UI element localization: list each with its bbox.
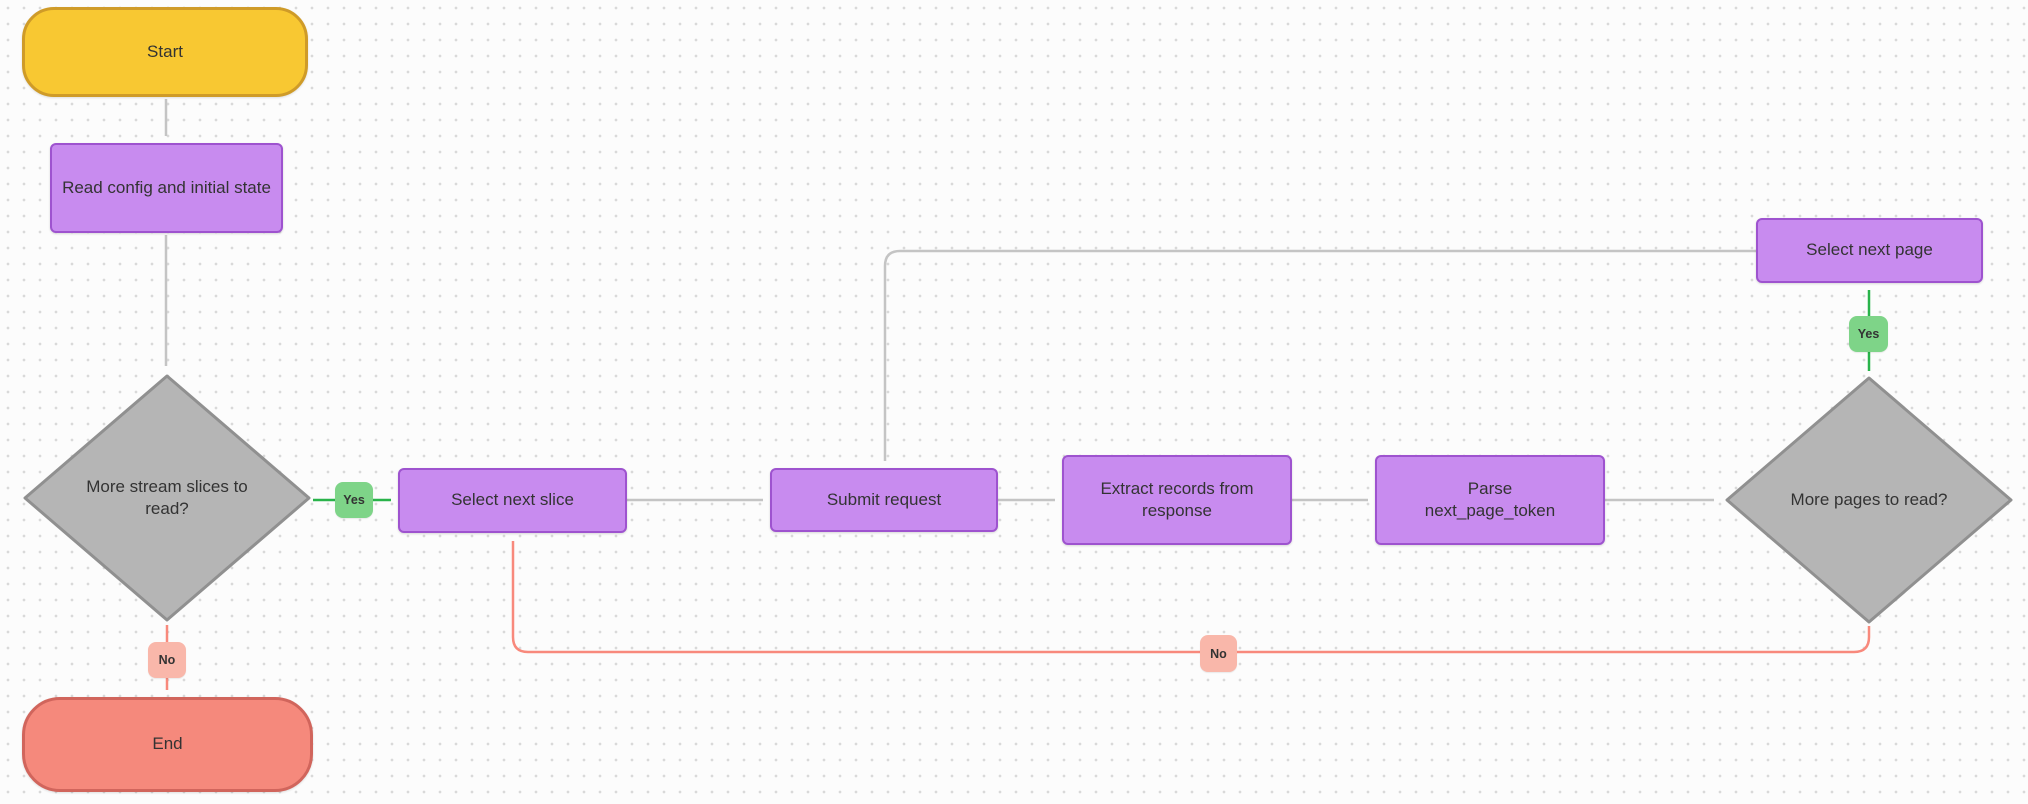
- node-more-pages-label: More pages to read?: [1790, 489, 1948, 509]
- node-end-label: End: [152, 734, 183, 754]
- edge-label-text: No: [1210, 646, 1227, 661]
- edge-select-page-to-submit-loop: [883, 249, 1757, 461]
- node-read-config-label: Read config and initial state: [62, 177, 271, 197]
- node-more-slices-label: More stream slices to read?: [86, 476, 248, 518]
- node-submit-request-label: Submit request: [826, 489, 942, 509]
- edge-label-more-slices-yes: Yes: [335, 482, 373, 518]
- diamond-shape: [23, 374, 311, 622]
- node-select-next-page-label: Select next page: [1806, 240, 1933, 260]
- node-select-next-slice[interactable]: Select next slice: [398, 468, 627, 533]
- node-end[interactable]: End: [22, 697, 313, 792]
- edge-label-more-pages-no: No: [1200, 635, 1237, 672]
- node-start[interactable]: Start: [22, 7, 308, 97]
- node-start-label: Start: [147, 41, 183, 61]
- edge-label-text: No: [158, 653, 176, 667]
- node-parse-next-page-token-label: Parse next_page_token: [1424, 478, 1556, 520]
- node-extract-records-label: Extract records from response: [1100, 478, 1254, 520]
- edge-label-more-pages-yes: Yes: [1849, 316, 1888, 352]
- node-parse-next-page-token[interactable]: Parse next_page_token: [1375, 455, 1605, 545]
- node-select-next-slice-label: Select next slice: [451, 490, 574, 510]
- edge-more-pages-no-loop: [511, 541, 1871, 654]
- node-more-pages-decision[interactable]: More pages to read?: [1724, 375, 2014, 625]
- node-extract-records[interactable]: Extract records from response: [1062, 455, 1292, 545]
- node-submit-request[interactable]: Submit request: [770, 468, 998, 532]
- edge-label-text: Yes: [343, 493, 365, 507]
- edge-label-more-slices-no: No: [148, 642, 186, 678]
- diamond-shape: [1725, 376, 2013, 624]
- edge-label-text: Yes: [1857, 327, 1880, 341]
- node-select-next-page[interactable]: Select next page: [1756, 218, 1983, 283]
- node-more-slices-decision[interactable]: More stream slices to read?: [22, 373, 312, 623]
- node-read-config[interactable]: Read config and initial state: [50, 143, 283, 233]
